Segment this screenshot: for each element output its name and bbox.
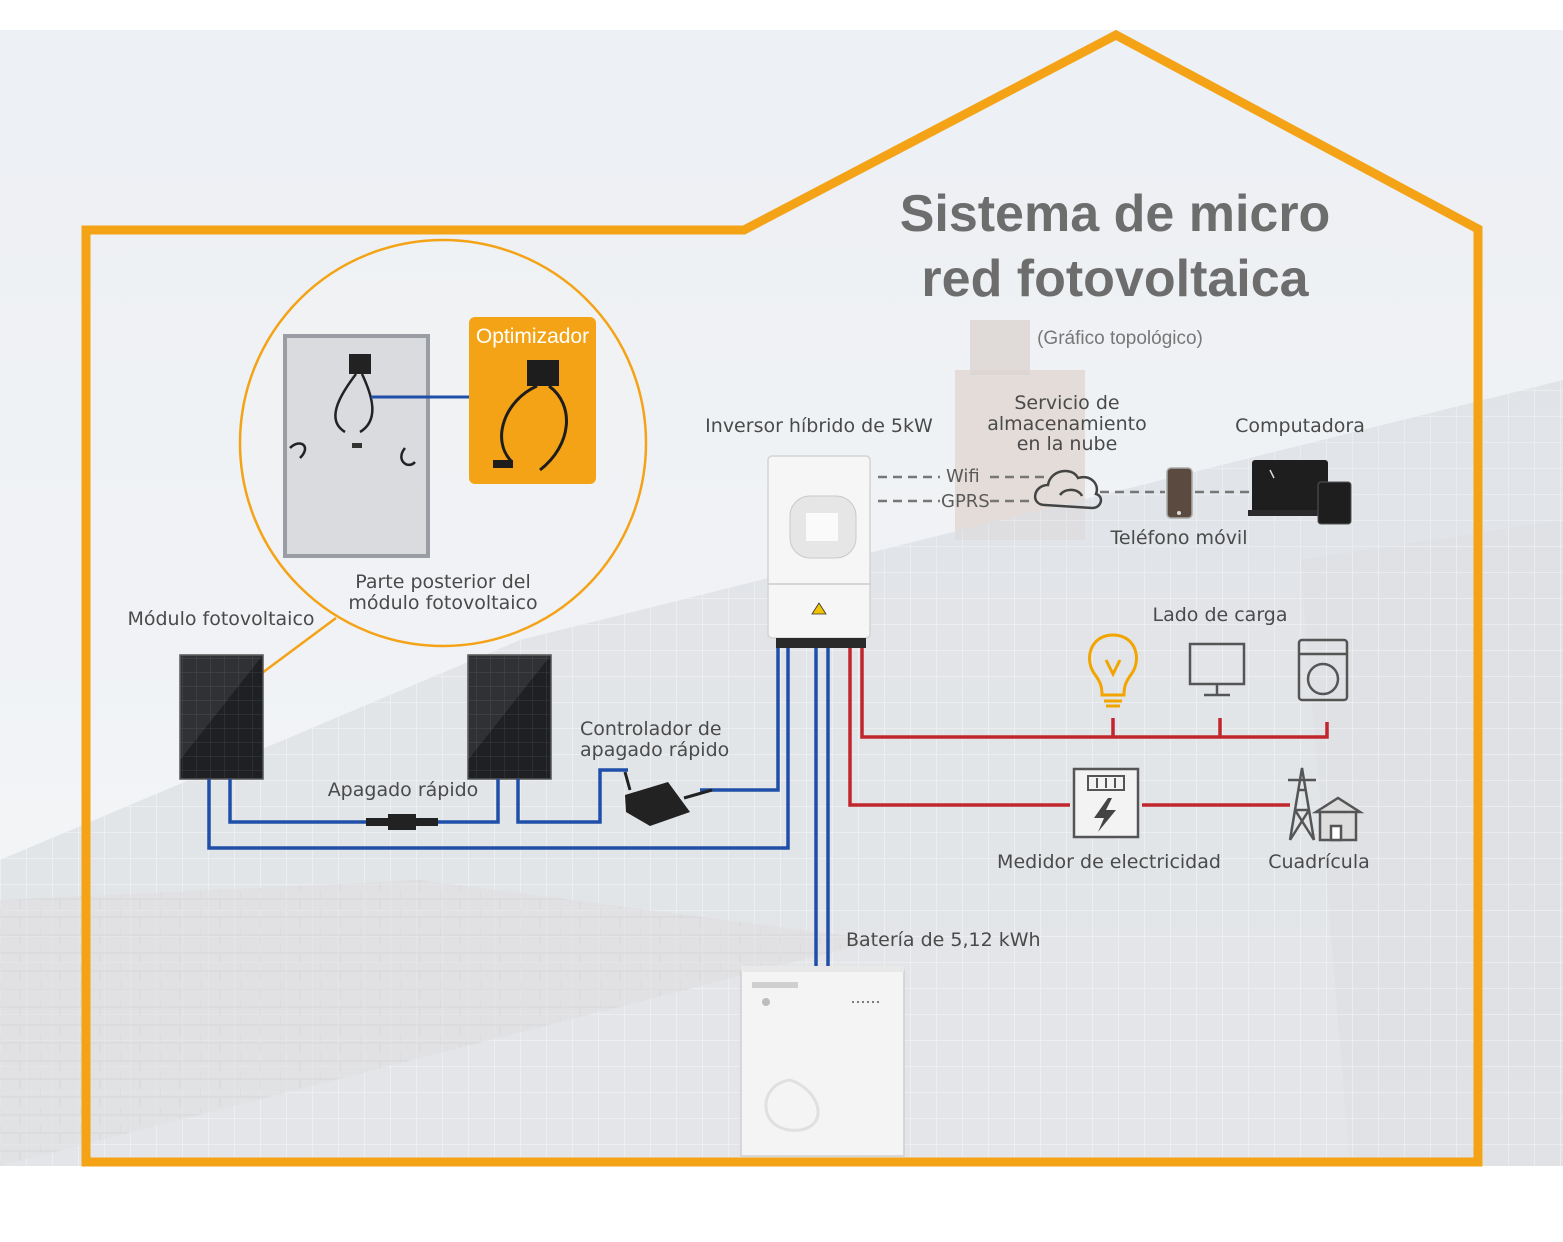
monitor-icon [1188, 642, 1246, 697]
pv-module-2 [467, 654, 552, 780]
pv-module-1 [179, 654, 264, 780]
house-frame [81, 29, 1483, 1167]
cloud-service-label: Servicio de almacenamiento en la nube [976, 393, 1158, 455]
gprs-label: GPRS [941, 491, 990, 512]
inverter-label: Inversor híbrido de 5kW [705, 415, 933, 437]
rapid-shutdown-connector [366, 814, 438, 830]
cloud-icon [1034, 469, 1103, 510]
cloud-service-label-line-2: almacenamiento [987, 412, 1147, 435]
electricity-meter-icon [1072, 767, 1140, 839]
zoom-pointer [257, 616, 337, 678]
pv-module-label: Módulo fotovoltaico [127, 608, 315, 630]
diagram-title: Sistema de micro red fotovoltaica [870, 182, 1360, 312]
load-side-label: Lado de carga [1152, 604, 1288, 626]
cloud-service-label-line-1: Servicio de [1014, 392, 1120, 414]
grid-tower-icon [1288, 767, 1365, 842]
ac-cables [848, 645, 1329, 807]
battery-label: Batería de 5,12 kWh [846, 929, 1041, 951]
comm-links [878, 475, 1250, 503]
washing-machine-icon [1297, 638, 1349, 702]
module-back-image [283, 334, 469, 558]
grid-label: Cuadrícula [1268, 851, 1370, 873]
module-back-label-line-1: Parte posterior del [355, 571, 531, 593]
module-back-label-line-2: módulo fotovoltaico [348, 592, 538, 614]
optimizer-label: Optimizador [475, 325, 590, 348]
battery-image [740, 966, 905, 1157]
dc-cables [207, 645, 830, 970]
computer-label: Computadora [1235, 415, 1365, 437]
optimizer-image [469, 317, 596, 484]
shutdown-controller [623, 771, 713, 826]
wifi-label: Wifi [946, 466, 980, 487]
rapid-shutdown-label: Apagado rápido [327, 779, 479, 801]
title-line-2: red fotovoltaica [921, 250, 1309, 308]
shutdown-controller-label: Controlador de apagado rápido [580, 719, 756, 761]
title-line-1: Sistema de micro [899, 185, 1331, 243]
computer-icon [1248, 460, 1352, 525]
meter-label: Medidor de electricidad [997, 851, 1221, 873]
bulb-icon [1088, 633, 1138, 708]
inverter-image [767, 455, 871, 648]
diagram-subtitle: (Gráfico topológico) [1037, 328, 1203, 349]
phone-icon [1166, 467, 1193, 519]
cloud-service-label-line-3: en la nube [1016, 433, 1118, 455]
shutdown-controller-label-line-2: apagado rápido [580, 739, 730, 761]
phone-label: Teléfono móvil [1110, 527, 1248, 549]
module-back-label: Parte posterior del módulo fotovoltaico [318, 572, 568, 614]
shutdown-controller-label-line-1: Controlador de [580, 718, 722, 740]
